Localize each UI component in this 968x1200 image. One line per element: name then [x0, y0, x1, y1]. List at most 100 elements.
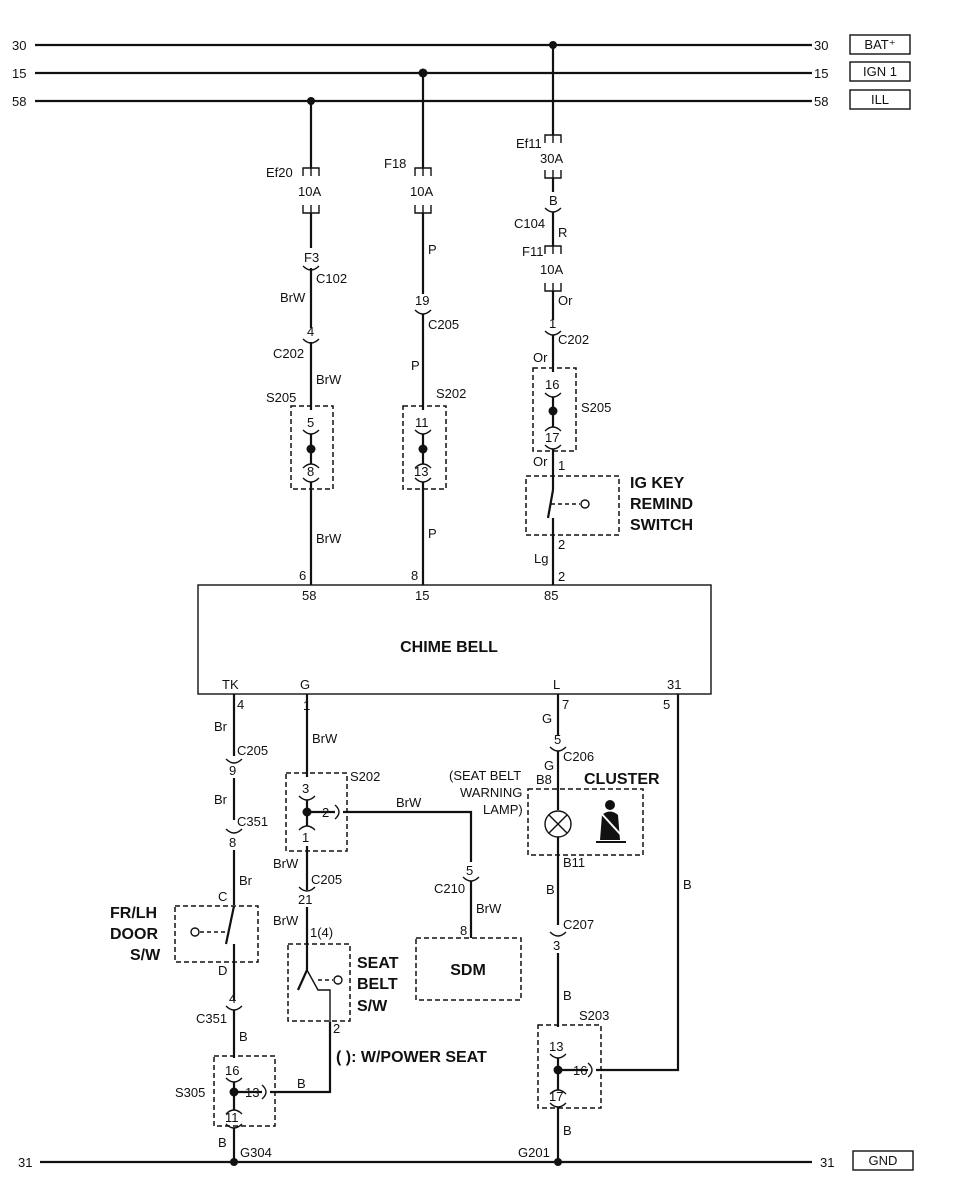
connector-mark: [225, 1077, 243, 1083]
connector-mark: [587, 1062, 593, 1078]
lamp-label: (SEAT BELT: [449, 768, 521, 783]
right-branch: Ef11 30A B C104 R F11 10A Or 1 C202 Or 1…: [514, 45, 693, 585]
connector-mark: [414, 429, 432, 435]
gnd-box: [852, 1150, 914, 1171]
switch-lever: [306, 969, 331, 1022]
wire-g: G: [542, 711, 552, 726]
wire-brw: BrW: [312, 731, 338, 746]
wire-brw: BrW: [273, 856, 299, 871]
pin-2: 2: [558, 537, 565, 552]
terminal-tk: TK: [222, 677, 239, 692]
cluster-label: CLUSTER: [584, 771, 660, 788]
conn-c205: C205: [237, 743, 268, 758]
splice-s205: S205: [266, 390, 296, 405]
splice-s203: S203: [579, 1008, 609, 1023]
pin-5: 5: [466, 863, 473, 878]
switch-terminal: [580, 499, 590, 509]
pin-1: 1: [558, 458, 565, 473]
pin-3: 3: [302, 781, 309, 796]
splice-s202: S202: [350, 769, 380, 784]
switch-terminal: [190, 927, 200, 937]
pin-2: 2: [322, 805, 329, 820]
pin-1: 1: [302, 830, 309, 845]
fuse-f11-label: F11: [522, 244, 543, 259]
middle-branch: F18 10A P 19 C205 P S202 11 13 P 8: [384, 73, 466, 585]
power-bus: 30 15 58 30 15 58 BAT⁺ IGN 1 ILL: [12, 34, 911, 110]
pin-16: 16: [225, 1063, 239, 1078]
wire-b: B: [239, 1029, 248, 1044]
terminal-85: 85: [544, 588, 558, 603]
wire-b: B: [563, 988, 572, 1003]
pin-11: 11: [415, 415, 429, 430]
switch-contact: [224, 905, 236, 945]
pin-1: 1: [303, 698, 310, 713]
conn-c202: C202: [558, 332, 589, 347]
fuse-f11-bottom: [544, 283, 562, 292]
seat-belt-switch-label: SEAT: [357, 955, 399, 972]
pin-5: 5: [307, 415, 314, 430]
fuse-ef11-amp: 30A: [540, 151, 563, 166]
fuse-ef11-top: [544, 134, 562, 143]
splice-box: [402, 405, 447, 490]
connector-mark: [261, 1084, 267, 1100]
wire-to-sdm: [343, 810, 473, 862]
ign-label: IGN 1: [863, 64, 897, 79]
cluster-box: [527, 788, 644, 856]
splice-s205: S205: [581, 400, 611, 415]
splice-dot: [548, 406, 558, 416]
wire-r: R: [558, 225, 567, 240]
wire-b: B: [297, 1076, 306, 1091]
pin-5: 5: [554, 732, 561, 747]
wire-b: B: [563, 1123, 572, 1138]
junction-dot: [230, 1158, 238, 1166]
seat-belt-branch: 1 BrW S202 3 2 BrW 1 BrW C205 21 BrW 1(4…: [273, 694, 522, 1066]
bus-30-left: 30: [12, 38, 26, 53]
wire-31-to-s203: [596, 694, 680, 1072]
fuse-ef11-bottom: [544, 170, 562, 179]
left-branch: Ef20 10A F3 C102 BrW 4 C202 BrW S205 5 8…: [266, 101, 347, 585]
terminal-g: G: [300, 677, 310, 692]
bus-15-right: 15: [814, 66, 828, 81]
connector-mark: [414, 309, 432, 315]
conn-c210: C210: [434, 881, 465, 896]
pin-16: 16: [573, 1063, 587, 1078]
pin-21: 21: [298, 892, 312, 907]
connector-mark: [544, 392, 562, 398]
ground-bus: 31 31 GND: [18, 1150, 914, 1171]
conn-c205: C205: [311, 872, 342, 887]
door-switch-label: DOOR: [110, 926, 158, 943]
switch-contact: [296, 945, 309, 991]
wire-p: P: [428, 526, 437, 541]
ground-g304: G304: [240, 1145, 272, 1160]
switch-terminal: [333, 975, 343, 985]
wire-p: P: [428, 242, 437, 257]
connector-mark: [549, 931, 567, 937]
wire-br: Br: [214, 719, 228, 734]
switch-contact: [546, 489, 555, 519]
fuse-ef11-label: Ef11: [516, 136, 542, 151]
ign-box: [849, 61, 911, 82]
pin-b11: B11: [563, 855, 585, 870]
ig-key-label: IG KEY: [630, 475, 685, 492]
wire-b: B: [683, 877, 692, 892]
fuse-f11-top: [544, 245, 562, 254]
door-switch-label: S/W: [130, 947, 161, 964]
splice-box: [532, 367, 577, 452]
splice-s202: S202: [436, 386, 466, 401]
connector-mark: [298, 795, 316, 801]
conn-c205: C205: [428, 317, 459, 332]
terminal-15: 15: [415, 588, 429, 603]
splice-dot: [306, 444, 316, 454]
conn-c207: C207: [563, 917, 594, 932]
pin-b: B: [549, 193, 558, 208]
connector-mark: [549, 1089, 567, 1095]
wire-brw: BrW: [396, 795, 422, 810]
fuse-ef20-amp: 10A: [298, 184, 321, 199]
wire-b: B: [218, 1135, 227, 1150]
conn-c202: C202: [273, 346, 304, 361]
wire-b: B: [546, 882, 555, 897]
gnd-label: GND: [869, 1153, 898, 1168]
seat-belt-switch-label: S/W: [357, 998, 388, 1015]
ground-g201: G201: [518, 1145, 550, 1160]
pin-4: 4: [229, 991, 236, 1006]
